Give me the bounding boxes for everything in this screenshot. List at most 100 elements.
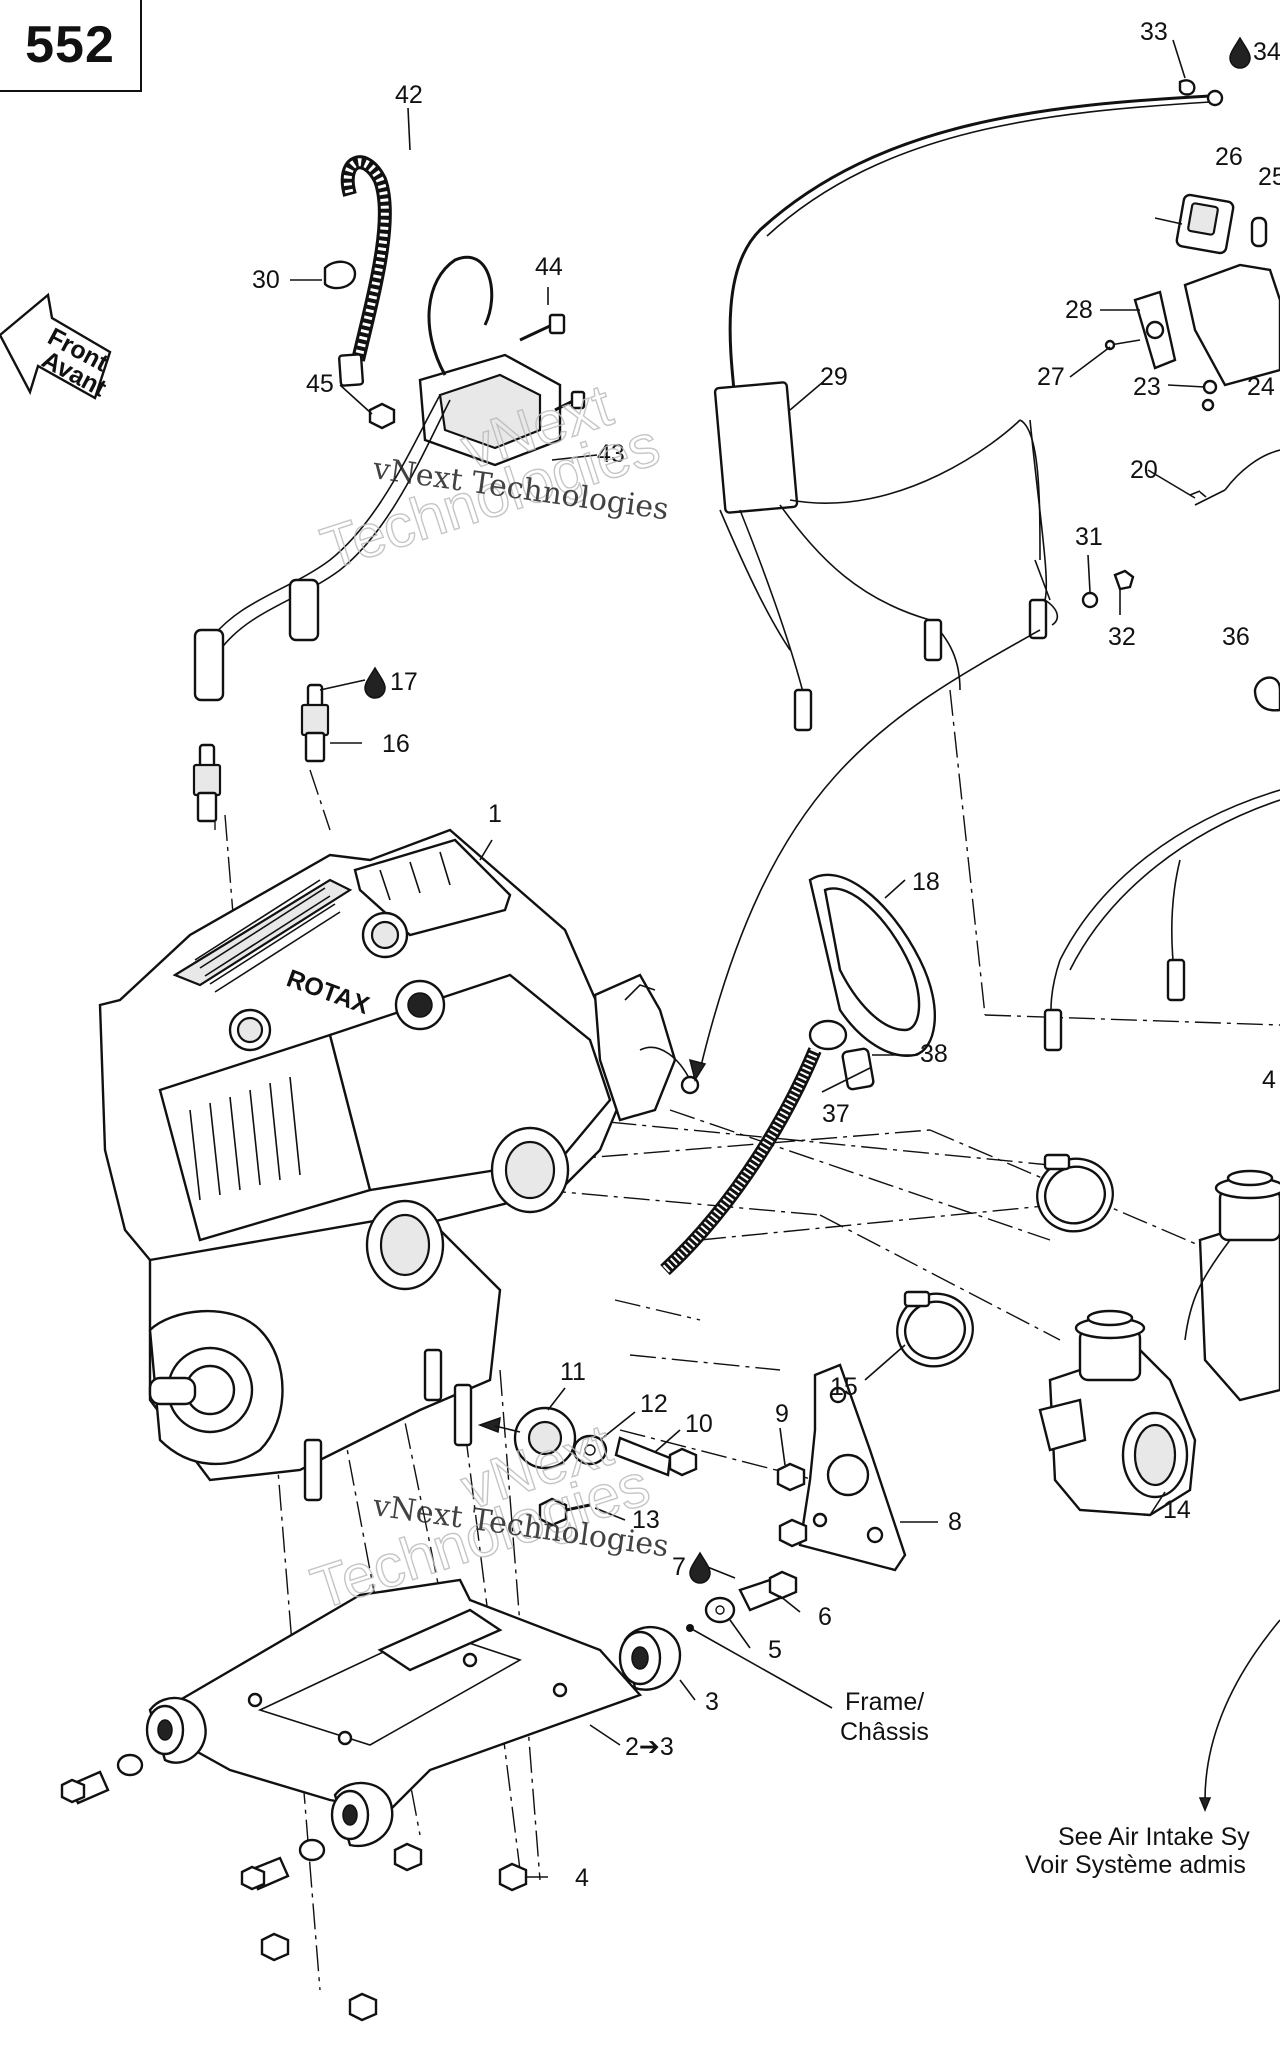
screw-27 [1104,339,1141,351]
callout-25: 25 [1258,163,1280,191]
callout-27: 27 [1037,363,1065,391]
watermark-lower: vNext Technologies vNext Technologies [303,1410,671,1623]
callout-3: 3 [705,1688,719,1716]
mount-rubber-left [145,1696,207,1764]
callout-9: 9 [775,1400,789,1428]
clamp-upper [1036,1153,1114,1233]
clamp-15 [896,1290,974,1368]
spring-hose-37 [660,1047,822,1276]
callout-14: 14 [1163,1496,1191,1524]
mount-rubber-lower [330,1781,394,1848]
callout-34: 34 [1253,38,1280,66]
callout-18: 18 [912,868,940,896]
callout-45: 45 [306,370,334,398]
carburetor-right [1184,1169,1280,1402]
callout-26: 26 [1215,143,1243,171]
side-bolts-left [60,1753,326,1891]
callout-32: 32 [1108,623,1136,651]
nut-32 [1113,569,1135,591]
see-note-line1: See Air Intake Sy [1058,1823,1250,1851]
callout-29: 29 [820,363,848,391]
cable-tie-20 [1189,449,1280,506]
callout-1: 1 [488,800,502,828]
callout-43: 43 [597,440,625,468]
callout-31: 31 [1075,523,1103,551]
cable-clip-33 [1178,79,1196,96]
callout-20: 20 [1130,456,1158,484]
cover-vents [194,879,341,993]
callout-11: 11 [560,1358,586,1386]
page-number: 552 [0,0,142,92]
sensor-cable-31-32 [1029,419,1135,626]
front-direction-arrow-icon: Front Avant [0,292,113,403]
sleeve-38 [841,1047,875,1091]
wiring-connector-block [713,381,799,514]
callout-38: 38 [920,1040,948,1068]
spark-plug-16 [300,683,330,763]
callout-17: 17 [390,668,418,696]
callout-2: 2➔3 [625,1733,674,1761]
washer-31 [1081,591,1099,609]
callout-5: 5 [768,1636,782,1664]
bracket-28 [1133,290,1177,370]
bolt-right-43 [554,390,586,412]
callout-44: 44 [535,253,563,281]
housing-right [1183,263,1280,387]
mount-rubber-3 [618,1625,682,1691]
stud-10 [614,1436,698,1477]
callout-10: 10 [685,1410,713,1438]
nut-24 [1201,398,1215,412]
bulb-25 [1250,216,1268,248]
wiring-harness [713,381,1051,732]
switch-26 [1154,193,1235,255]
washer-12 [572,1434,608,1466]
callout-8: 8 [948,1508,962,1536]
nut-45 [368,402,396,430]
see-note-line2: Voir Système admis [1025,1851,1246,1879]
plug-36 [1253,676,1280,712]
callout-28: 28 [1065,296,1093,324]
spark-plug-cable-42 [337,155,392,387]
callout-36: 36 [1222,623,1250,651]
callout-37: 37 [822,1100,850,1128]
liquid-drop-icon [1229,36,1251,69]
leader-lines [290,39,1206,1878]
frame-note-line1: Frame/ [845,1688,924,1716]
callout-labels: 1 2➔3 3 4 5 6 7 8 9 10 11 12 13 14 15 16… [252,18,1280,1892]
callout-42: 42 [395,81,423,109]
callout-4: 4 [575,1864,589,1892]
callout-4-right: 4 [1262,1066,1276,1094]
liquid-drop-icon [689,1551,711,1584]
carburetor-14 [1038,1309,1197,1517]
callout-16: 16 [382,730,410,758]
liquid-drop-icon [364,666,386,699]
front-louvers [189,1076,301,1201]
spark-plug-left [192,743,222,823]
bolt-44 [519,313,566,342]
washer-23 [1202,379,1218,395]
bolt-9 [776,1462,808,1548]
bolt-6 [738,1570,798,1612]
callout-7: 7 [672,1553,686,1581]
nut-4-group [260,1842,528,2022]
clip-30 [323,260,357,290]
cable-end-34 [1206,89,1224,107]
bolt-13 [538,1497,591,1527]
bracket-8 [798,1363,907,1572]
callout-24: 24 [1247,373,1275,401]
callout-13: 13 [632,1506,660,1534]
callout-6: 6 [818,1603,832,1631]
engine-harness-right [1043,789,1280,1052]
callout-23: 23 [1133,373,1161,401]
callout-12: 12 [640,1390,668,1418]
engine-mount-plate-2 [178,1578,643,1812]
mount-rubber-11 [513,1406,577,1470]
throttle-cable [728,94,1211,401]
ignition-coil-43 [193,256,562,702]
engine-block-1: ROTAX [98,828,700,1502]
filter-18 [808,873,936,1057]
callout-30: 30 [252,266,280,294]
frame-note-line2: Châssis [840,1718,929,1746]
callout-33: 33 [1140,18,1168,46]
